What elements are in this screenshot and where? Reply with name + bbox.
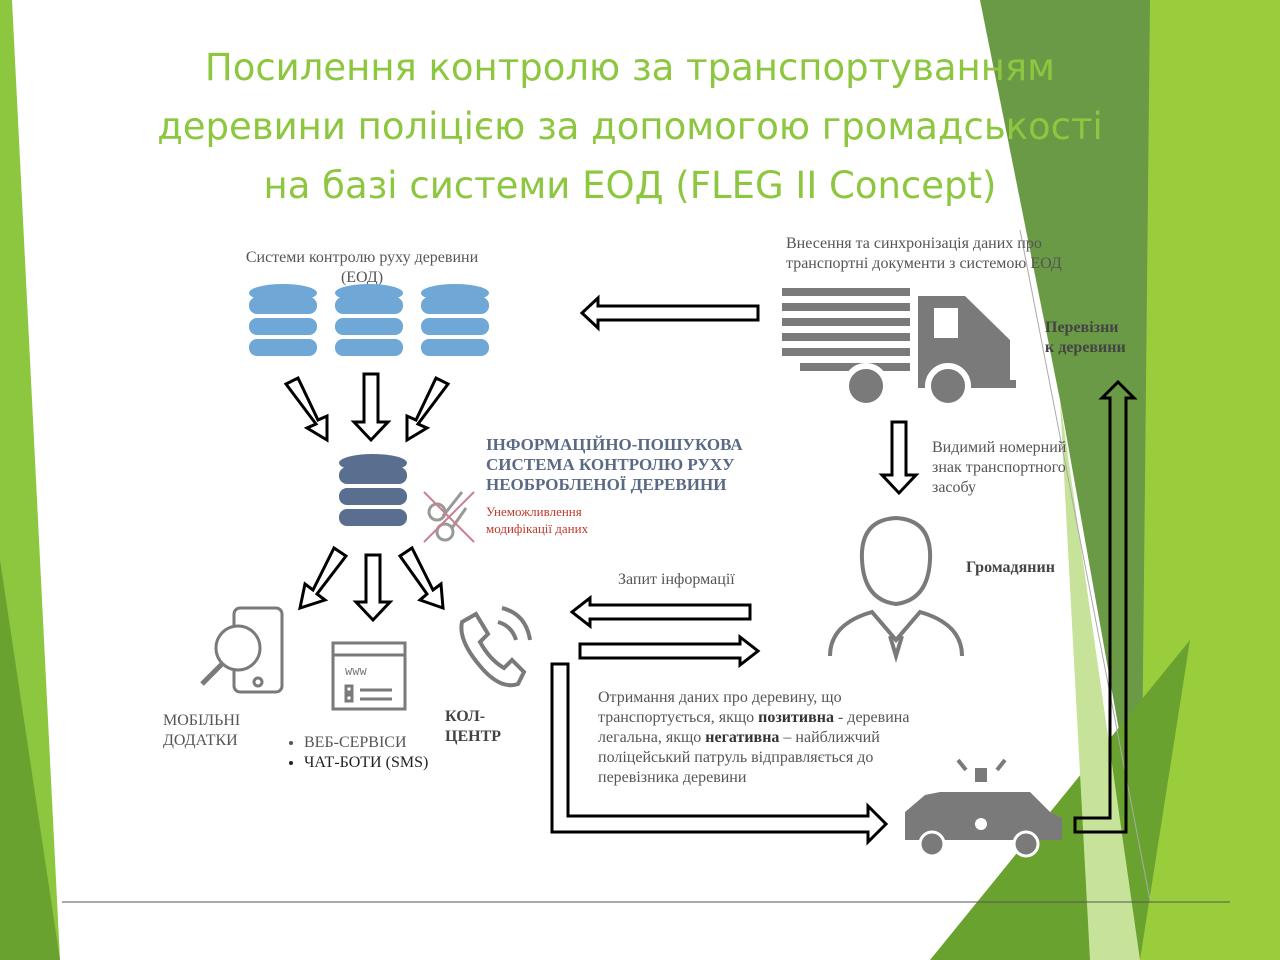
carriers-line: к деревини (1045, 339, 1126, 356)
result-part: Отримання даних про деревину, що транспо… (598, 689, 842, 726)
www-glyph: www (345, 664, 367, 678)
database-icon (421, 284, 489, 356)
web-item: ЧАТ-БОТИ (SMS) (304, 753, 432, 773)
slide-title: Посилення контролю за транспортуванням д… (100, 38, 1160, 215)
positive-word: позитивна (758, 709, 834, 726)
scissors-crossed-icon (423, 491, 475, 543)
sync-label: Внесення та синхронізація даних про тран… (786, 235, 1062, 272)
request-label: Запит інформації (618, 571, 735, 588)
plate-label: Видимий номерний знак транспортного засо… (932, 439, 1067, 496)
no-modify-label: Унеможливлення модифікації даних (486, 503, 588, 537)
result-part: – найближчий поліцейський патруль відпра… (598, 729, 880, 786)
arrows (283, 294, 1138, 846)
database-icon (335, 284, 403, 356)
citizen-icon (828, 515, 964, 663)
carriers-label: Перевізни к деревини (1045, 318, 1126, 358)
system-title-line: НЕОБРОБЛЕНОЇ ДЕРЕВИНИ (486, 475, 727, 494)
central-database-icon (339, 454, 407, 526)
database-icon (249, 284, 317, 356)
call-line: КОЛ- (445, 708, 486, 725)
carriers-line: Перевізни (1045, 319, 1119, 336)
system-title-line: СИСТЕМА КОНТРОЛЮ РУХУ (486, 455, 735, 474)
result-text: Отримання даних про деревину, що транспо… (598, 688, 938, 788)
mobile-label: МОБІЛЬНІ ДОДАТКИ (163, 711, 240, 751)
mobile-line: МОБІЛЬНІ (163, 712, 241, 729)
web-item: ВЕБ-СЕРВІСИ (304, 733, 432, 753)
police-car-icon (905, 758, 1062, 858)
call-center-label: КОЛ- ЦЕНТР (445, 707, 501, 747)
citizen-label: Громадянин (966, 559, 1055, 576)
no-modify-line: модифікації даних (486, 521, 589, 536)
system-title-line: ІНФОРМАЦІЙНО-ПОШУКОВА (486, 435, 743, 454)
negative-word: негативна (705, 729, 780, 746)
web-list: ВЕБ-СЕРВІСИЧАТ-БОТИ (SMS) (282, 733, 432, 773)
title-line: деревини поліцією за допомогою громадськ… (157, 105, 1103, 148)
result-part: - деревина легальна, якщо (598, 709, 910, 746)
no-modify-line: Унеможливлення (486, 504, 582, 519)
title-line: Посилення контролю за транспортуванням (204, 46, 1056, 89)
eod-label: Системи контролю руху деревини (ЕОД) (245, 249, 479, 286)
mobile-line: ДОДАТКИ (163, 732, 238, 749)
truck-icon (782, 288, 1016, 409)
title-line: на базі системи ЕОД (FLEG II Concept) (263, 164, 997, 207)
web-icon (331, 641, 407, 711)
mobile-search-icon (200, 606, 284, 694)
call-line: ЦЕНТР (445, 728, 502, 745)
phone-icon (459, 606, 532, 688)
